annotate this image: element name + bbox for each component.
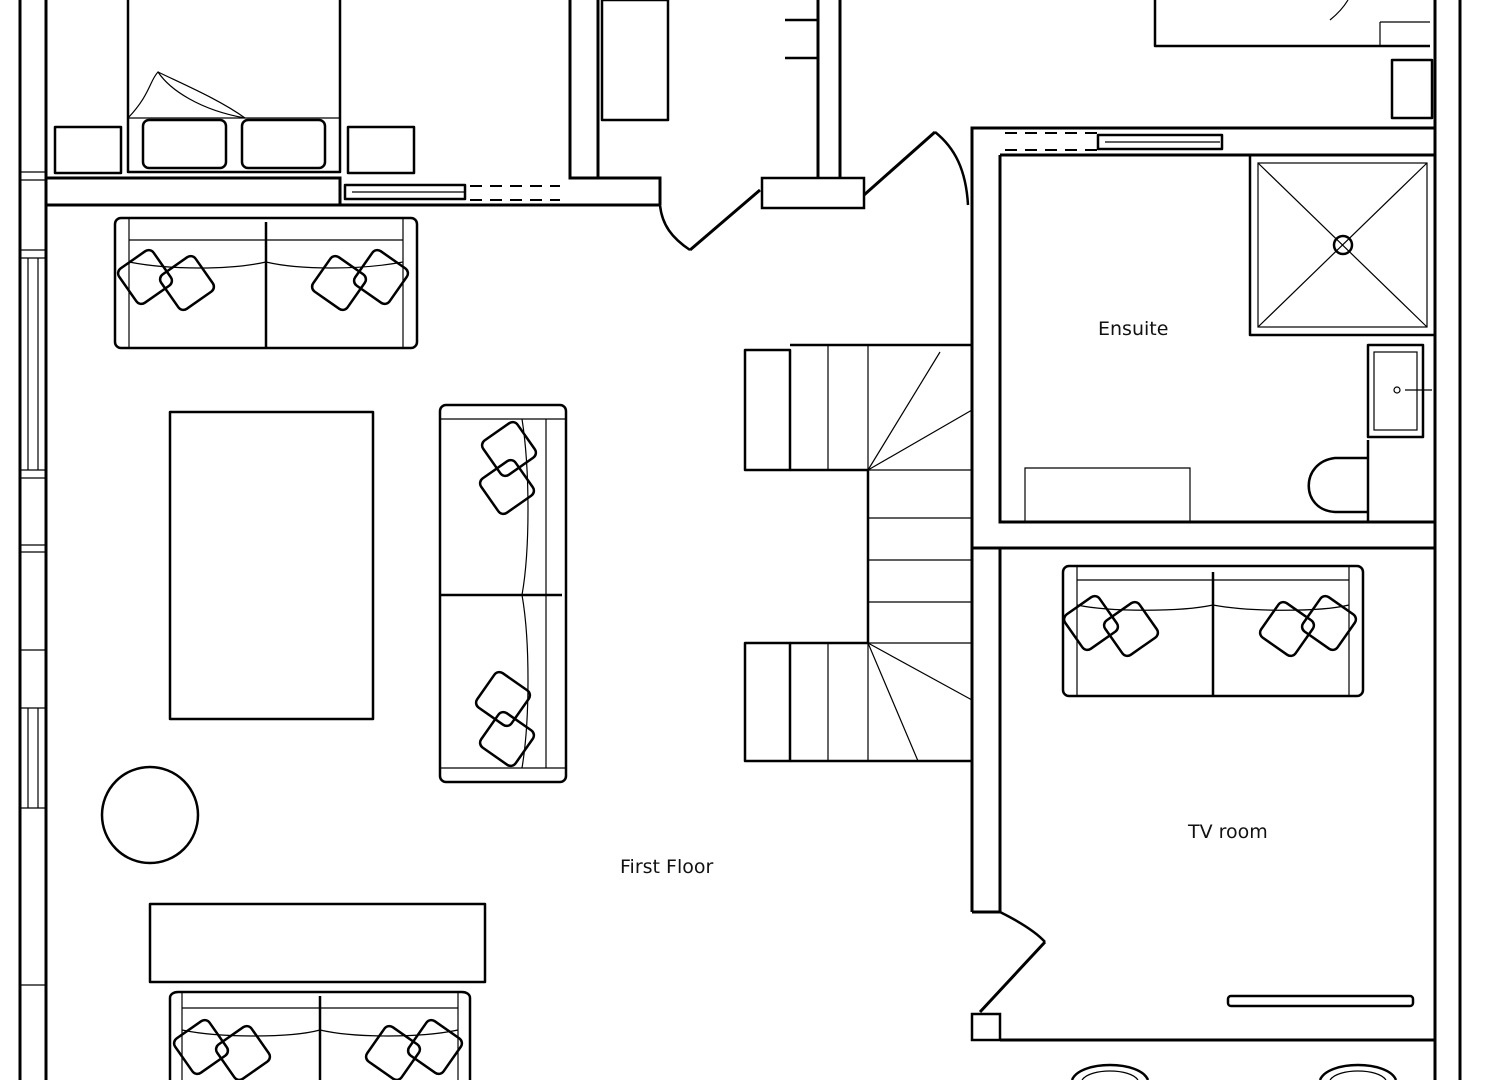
ensuite-label: Ensuite bbox=[1098, 318, 1168, 340]
exterior-walls bbox=[18, 0, 1462, 1080]
tv-room-label: TV room bbox=[1187, 821, 1268, 843]
sideboard bbox=[148, 902, 487, 984]
top-sofa bbox=[113, 216, 419, 350]
side-sofa bbox=[438, 403, 568, 784]
wash-basin bbox=[1366, 343, 1432, 439]
top-bedroom bbox=[46, 0, 670, 207]
first-floor-label: First Floor bbox=[620, 856, 713, 878]
living-area: First Floor bbox=[100, 216, 713, 1080]
ensuite: Ensuite bbox=[970, 126, 1437, 550]
tv-room-sofa bbox=[1061, 564, 1365, 698]
shower-tray bbox=[1248, 153, 1437, 337]
landing-walls bbox=[658, 0, 970, 252]
double-bed bbox=[53, 0, 416, 175]
staircase bbox=[743, 343, 973, 763]
tv-room: TV room bbox=[970, 548, 1435, 1080]
coffee-table bbox=[168, 410, 375, 721]
round-side-table bbox=[100, 765, 200, 865]
toilet bbox=[1307, 440, 1370, 522]
bottom-sofa bbox=[168, 990, 472, 1080]
top-right-bedroom bbox=[1153, 0, 1434, 120]
